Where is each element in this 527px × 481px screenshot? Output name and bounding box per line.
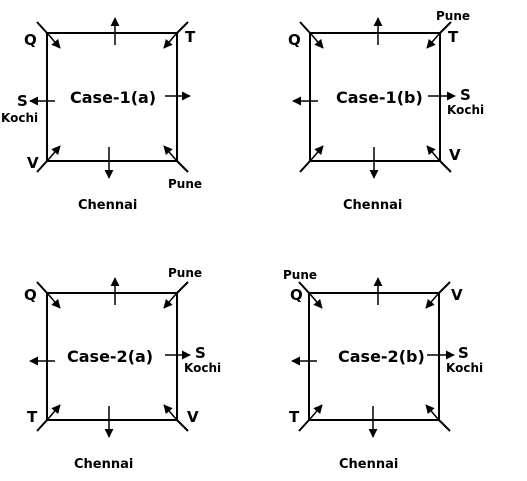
case-label: Case-2(a): [67, 347, 153, 366]
case-label: Case-1(b): [336, 88, 423, 107]
label-chennai: Chennai: [74, 457, 133, 472]
label-q: Q: [24, 286, 37, 304]
table-square: [46, 292, 178, 421]
corner-line-bl: [36, 419, 48, 432]
corner-line-br: [176, 160, 189, 173]
arrow-br: [426, 145, 440, 161]
table-square: [46, 32, 178, 162]
arrow-tl: [309, 293, 323, 309]
panel-case-1b: [292, 17, 456, 179]
panel-case-1a: [29, 17, 191, 179]
label-q: Q: [24, 31, 37, 49]
arrow-bl: [309, 404, 323, 420]
arrow-tl: [310, 33, 324, 49]
corner-line-tr: [438, 281, 451, 294]
corner-line-tr: [176, 281, 189, 294]
case-label: Case-1(a): [70, 88, 156, 107]
corner-line-bl: [299, 160, 311, 173]
label-kochi: Kochi: [446, 361, 483, 375]
corner-line-br: [176, 419, 189, 432]
label-chennai: Chennai: [339, 457, 398, 472]
panel-case-2a: [29, 277, 191, 438]
corner-line-tl: [36, 21, 48, 34]
label-chennai: Chennai: [343, 198, 402, 213]
arrow-tl: [47, 293, 61, 309]
label-q: Q: [288, 31, 301, 49]
arrow-bl: [310, 145, 324, 161]
corner-line-br: [439, 160, 452, 173]
corner-line-tl: [298, 281, 310, 294]
label-pune: Pune: [283, 268, 317, 282]
arrow-bl: [47, 145, 61, 161]
arrow-br: [425, 404, 439, 420]
corner-line-br: [438, 419, 451, 432]
panel-case-2b-labels: Case-2(b) Pune Q V S Kochi T Chennai: [283, 268, 483, 472]
label-s: S: [458, 344, 469, 362]
corner-line-bl: [36, 160, 48, 173]
table-square: [309, 32, 441, 162]
corner-line-tl: [299, 21, 311, 34]
case-label: Case-2(b): [338, 347, 425, 366]
panel-case-1a-labels: Case-1(a) Q T S Kochi V Pune Chennai: [1, 28, 202, 213]
corner-line-tl: [36, 281, 48, 294]
label-kochi: Kochi: [184, 361, 221, 375]
arrow-tl: [47, 33, 61, 49]
arrow-bl: [47, 404, 61, 420]
arrow-tr: [163, 293, 177, 309]
label-s: S: [17, 92, 28, 110]
label-pune: Pune: [168, 266, 202, 280]
label-t: T: [289, 408, 300, 426]
corner-line-bl: [298, 419, 310, 432]
label-t: T: [448, 28, 459, 46]
label-kochi: Kochi: [447, 103, 484, 117]
arrow-tr: [163, 33, 177, 49]
label-pune: Pune: [436, 9, 470, 23]
panel-case-1b-labels: Case-1(b) Q Pune T S Kochi V Chennai: [288, 9, 484, 213]
panel-case-2b: [291, 277, 455, 438]
label-q: Q: [290, 286, 303, 304]
arrow-br: [163, 145, 177, 161]
arrow-br: [163, 404, 177, 420]
label-s: S: [195, 344, 206, 362]
label-s: S: [460, 86, 471, 104]
panel-case-2a-labels: Case-2(a) Q Pune S Kochi T V Chennai: [24, 266, 221, 472]
label-t: T: [27, 408, 38, 426]
arrow-tr: [426, 33, 440, 49]
label-t: T: [185, 28, 196, 46]
label-pune: Pune: [168, 177, 202, 191]
label-v: V: [449, 146, 461, 164]
corner-line-tr: [439, 21, 452, 34]
table-square: [308, 292, 440, 421]
label-chennai: Chennai: [78, 198, 137, 213]
label-v: V: [451, 286, 463, 304]
label-kochi: Kochi: [1, 111, 38, 125]
label-v: V: [27, 154, 39, 172]
arrow-tr: [425, 293, 439, 309]
corner-line-tr: [176, 21, 189, 34]
label-v: V: [187, 408, 199, 426]
